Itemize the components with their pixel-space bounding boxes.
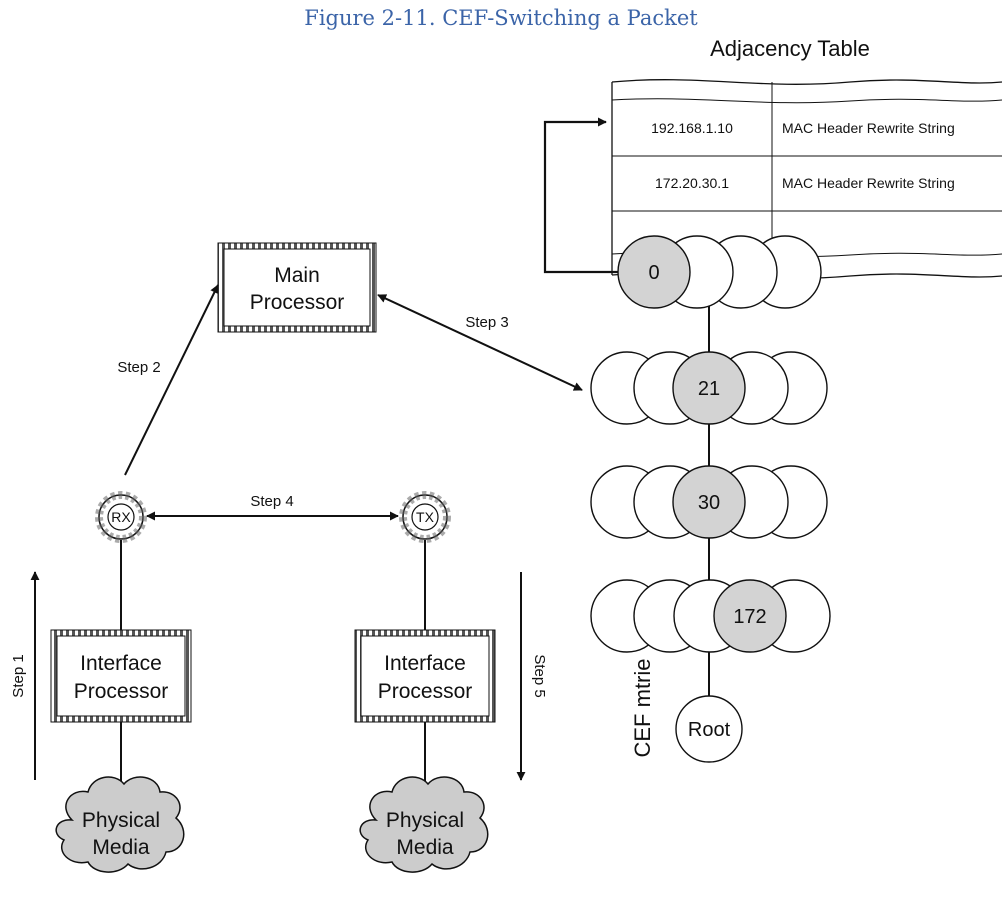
interface-processor-tx: Interface Processor [354, 629, 496, 723]
step-5-label: Step 5 [531, 654, 548, 697]
mtrie-node-172 [713, 579, 787, 653]
tx-port-label: TX [416, 509, 435, 525]
adjacency-row-2-address: 172.20.30.1 [655, 175, 729, 191]
mtrie-node-172-label: 172 [733, 606, 766, 628]
step-2-label: Step 2 [117, 359, 160, 376]
step-2-arrow [124, 284, 219, 476]
interface-processor-tx-line-1: Interface [384, 652, 466, 675]
step-1-label: Step 1 [10, 654, 27, 697]
step-3-arrow [377, 294, 583, 391]
rx-port: RX [95, 491, 147, 543]
physical-media-rx-line-2: Media [92, 836, 150, 859]
adjacency-pointer-arrow [543, 117, 623, 274]
cef-mtrie: 0 21 30 172 Root CEF mtrie [590, 235, 831, 763]
rx-port-label: RX [111, 509, 131, 525]
adjacency-table-title: Adjacency Table [710, 36, 870, 61]
step-3-label: Step 3 [465, 314, 508, 331]
mtrie-node-30-label: 30 [698, 492, 720, 514]
physical-media-tx-line-1: Physical [386, 809, 464, 832]
mtrie-node-21-label: 21 [698, 378, 720, 400]
interface-processor-rx-line-2: Processor [74, 680, 169, 703]
physical-media-tx-line-2: Media [396, 836, 454, 859]
figure-caption: Figure 2-11. CEF-Switching a Packet [304, 6, 698, 30]
cef-mtrie-label: CEF mtrie [630, 659, 655, 758]
main-processor-line-1: Main [274, 264, 320, 287]
interface-processor-tx-line-2: Processor [378, 680, 473, 703]
physical-media-rx-line-1: Physical [82, 809, 160, 832]
mtrie-node-0-label: 0 [648, 262, 659, 284]
adjacency-row-2-rewrite: MAC Header Rewrite String [782, 175, 955, 191]
mtrie-root-node [675, 695, 743, 763]
adjacency-row-1-address: 192.168.1.10 [651, 120, 733, 136]
physical-media-tx: Physical Media [359, 776, 489, 873]
interface-processor-rx-line-1: Interface [80, 652, 162, 675]
mtrie-node-30 [672, 465, 746, 539]
mtrie-node-21 [672, 351, 746, 425]
mtrie-node-0 [617, 235, 691, 309]
interface-processor-rx: Interface Processor [50, 629, 192, 723]
mtrie-root-label: Root [688, 719, 731, 741]
adjacency-row-1-rewrite: MAC Header Rewrite String [782, 120, 955, 136]
main-processor: Main Processor [217, 242, 377, 333]
main-processor-line-2: Processor [250, 291, 345, 314]
tx-port: TX [399, 491, 451, 543]
physical-media-rx: Physical Media [55, 776, 185, 873]
step-4-label: Step 4 [250, 493, 293, 510]
